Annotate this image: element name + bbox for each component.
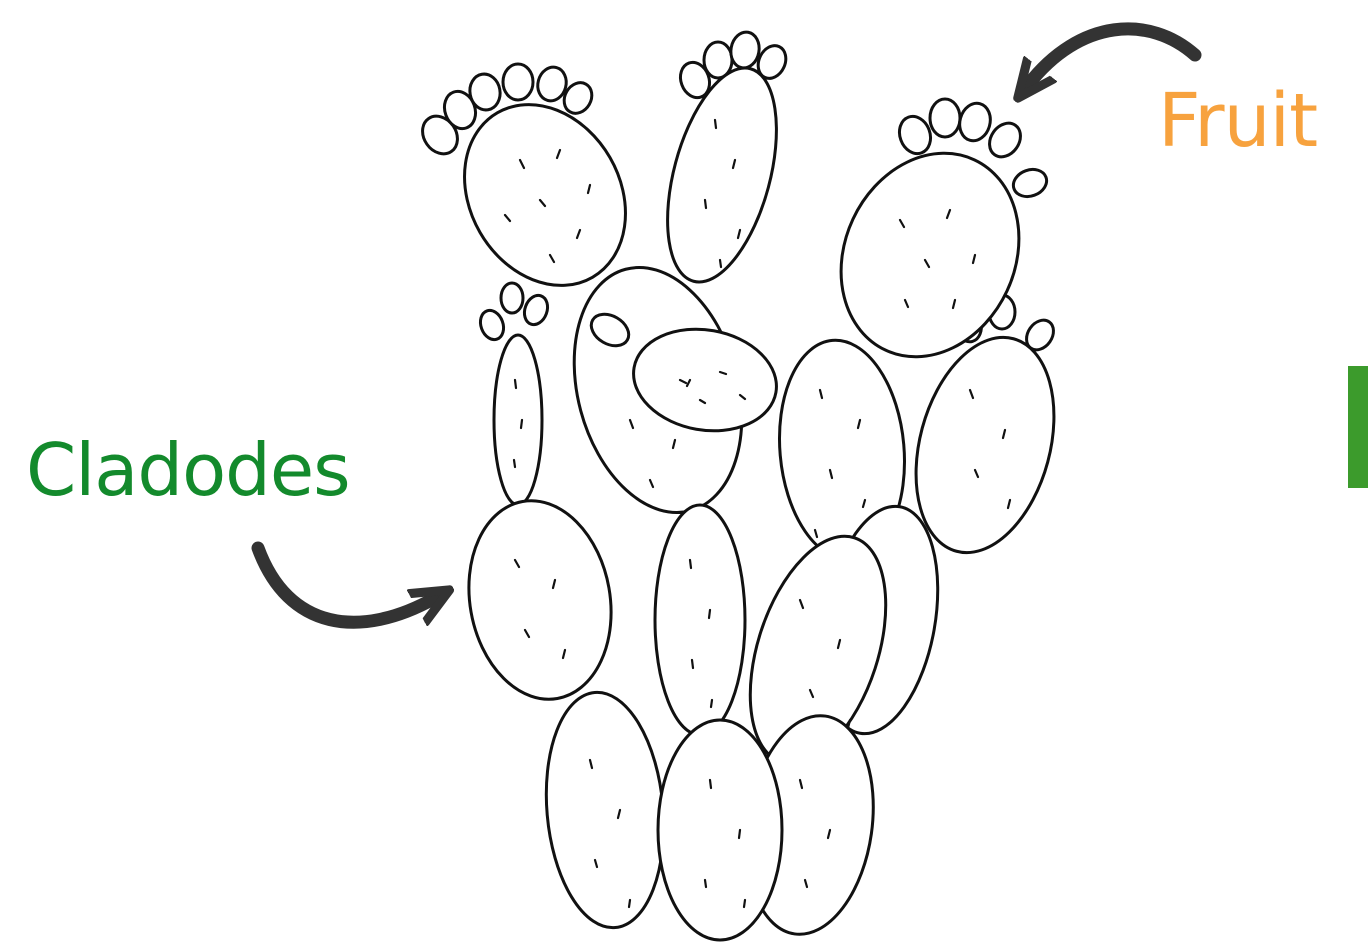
cladodes-arrow [258, 548, 435, 622]
cactus-drawing [415, 30, 1076, 943]
fruit-cluster-small-left [477, 283, 552, 343]
fruit-arrow [1028, 29, 1195, 85]
cladodes-label: Cladodes [26, 434, 350, 506]
green-side-bar [1348, 366, 1368, 488]
cladode-base-center [658, 720, 782, 940]
cladode-small-left [494, 335, 542, 505]
cladode-upper-middle [647, 56, 797, 293]
fruit-label: Fruit [1158, 84, 1317, 158]
cladode-center-middle [655, 505, 745, 735]
cladode-left-middle [454, 489, 627, 710]
cladode-base-left [537, 687, 673, 932]
